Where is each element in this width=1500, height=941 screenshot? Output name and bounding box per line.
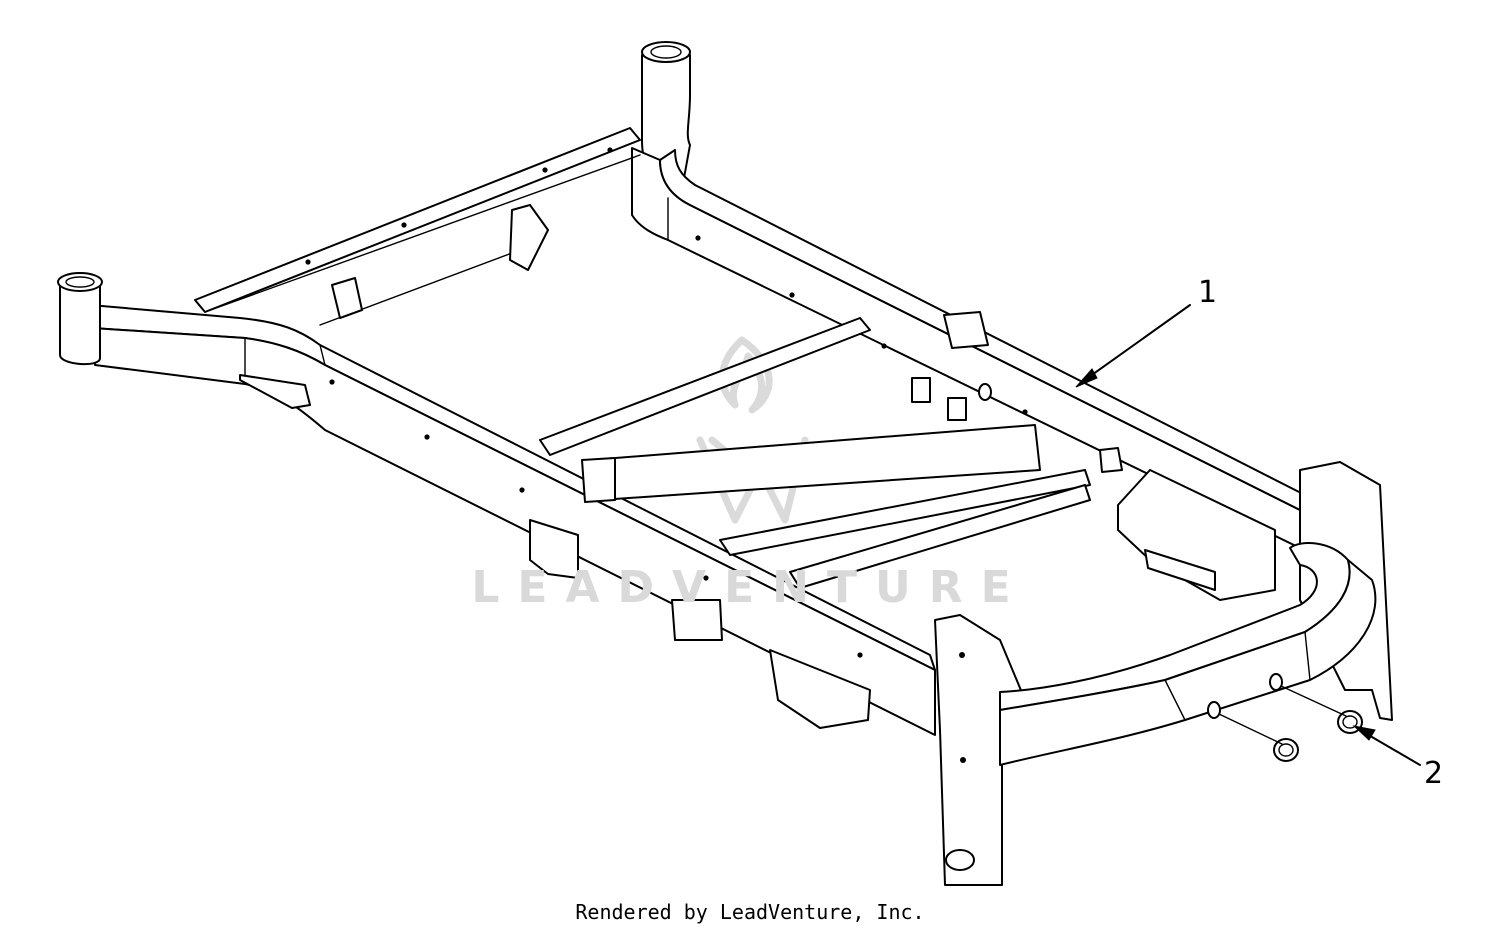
render-credit: Rendered by LeadVenture, Inc. — [575, 900, 925, 924]
watermark-text: LEADVENTURE — [471, 562, 1029, 613]
front-left-caster-mount — [57, 272, 311, 409]
inner-cross-braces — [319, 249, 1091, 589]
right-frame-rail — [631, 41, 1306, 549]
callout-1-label: 1 — [1198, 275, 1217, 310]
front-cross-member — [194, 127, 641, 313]
bushing-parts — [1218, 685, 1363, 762]
callout-2: 2 — [1352, 725, 1443, 791]
callout-2-label: 2 — [1424, 756, 1443, 791]
mounting-brackets — [331, 204, 1276, 729]
rear-bumper — [934, 461, 1393, 886]
callout-1: 1 — [1075, 275, 1217, 388]
